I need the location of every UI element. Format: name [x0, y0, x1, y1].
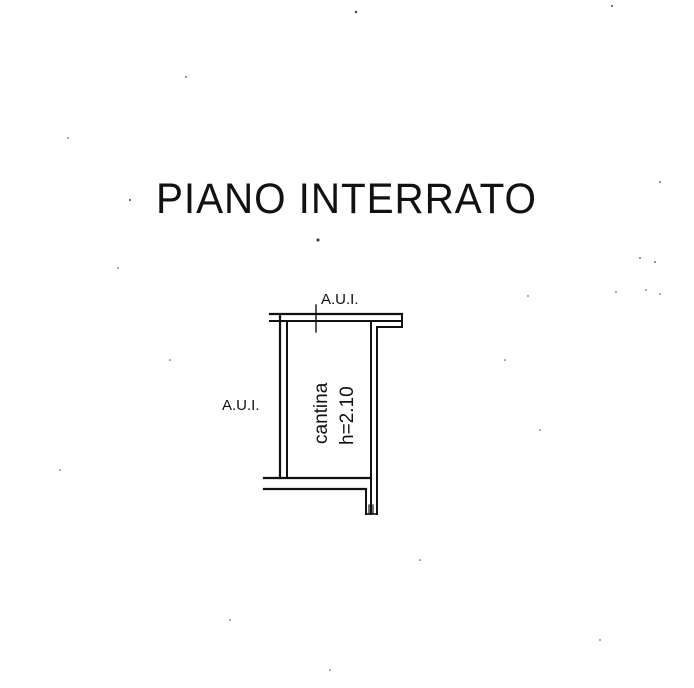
scan-noise	[59, 5, 661, 671]
left-neighbor-label: A.U.I.	[222, 397, 260, 414]
walls	[262, 304, 404, 515]
room-name-label: cantina	[311, 382, 332, 444]
top-neighbor-label: A.U.I.	[321, 291, 359, 308]
room-height-label: h=2.10	[337, 386, 358, 445]
page-title: PIANO INTERRATO	[156, 175, 537, 223]
